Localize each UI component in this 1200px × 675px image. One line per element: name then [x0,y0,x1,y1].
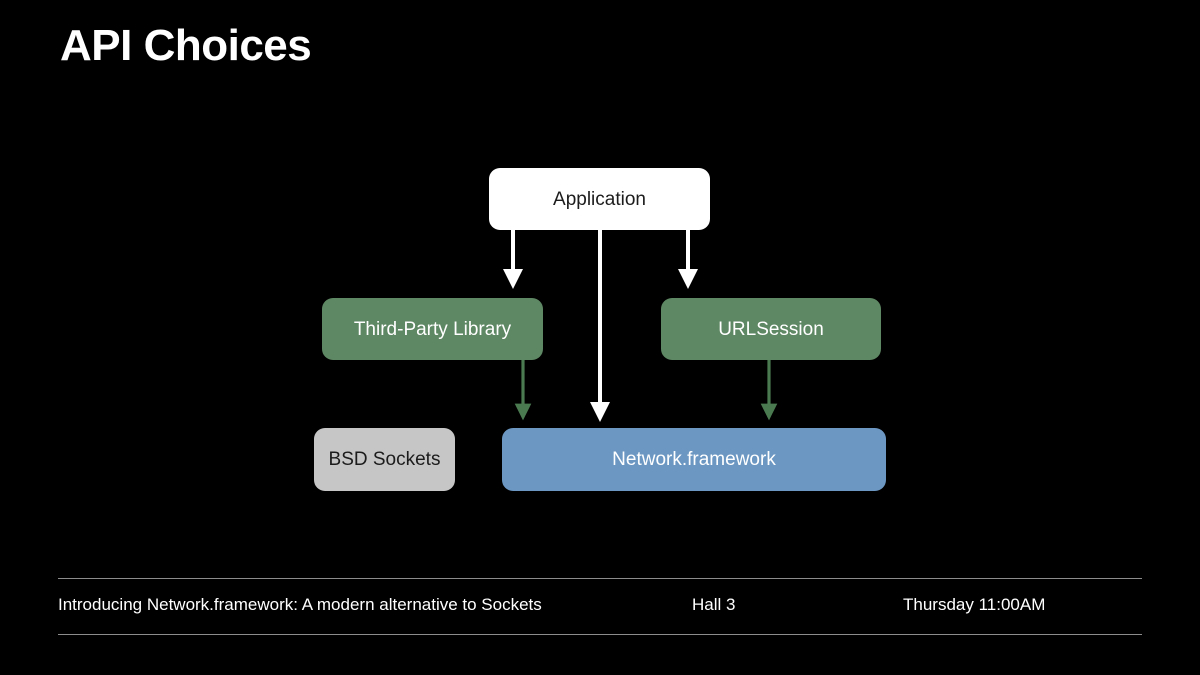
page-title: API Choices [60,21,312,70]
diagram-node-network-framework[interactable]: Network.framework [502,428,886,491]
footer-location: Hall 3 [692,595,736,614]
diagram-node-third-party-library[interactable]: Third-Party Library [322,298,543,360]
diagram-node-urlsession[interactable]: URLSession [661,298,881,360]
diagram-node-application[interactable]: Application [489,168,710,230]
footer-session-title: Introducing Network.framework: A modern … [58,595,542,614]
diagram-node-bsd-sockets[interactable]: BSD Sockets [314,428,455,491]
slide-footer: Introducing Network.framework: A modern … [58,578,1142,635]
footer-time: Thursday 11:00AM [903,595,1046,614]
